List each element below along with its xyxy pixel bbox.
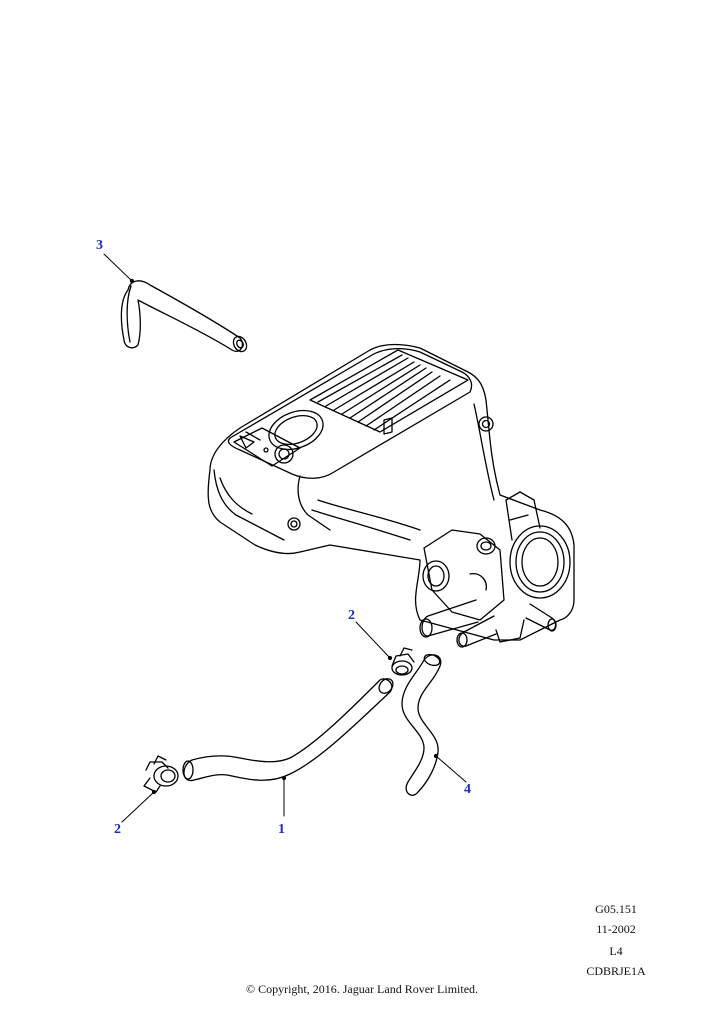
- callout-3[interactable]: 3: [96, 238, 103, 253]
- illustration-ref: CDBRJE1A: [586, 964, 646, 978]
- leader-2-right: [356, 622, 390, 658]
- hose-1-long: [183, 676, 396, 781]
- engine-cover-icon: [208, 345, 574, 641]
- illustration-date: 11-2002: [596, 922, 636, 936]
- illustration-code: G05.151: [595, 902, 637, 916]
- hose-3-upper: [121, 281, 249, 354]
- callout-1[interactable]: 1: [278, 822, 285, 837]
- leader-4: [436, 756, 466, 782]
- illustration-level: L4: [609, 944, 623, 958]
- callout-4[interactable]: 4: [464, 782, 471, 797]
- copyright-text: © Copyright, 2016. Jaguar Land Rover Lim…: [245, 982, 479, 996]
- callout-2-right[interactable]: 2: [348, 608, 355, 623]
- leader-3: [104, 254, 132, 281]
- clip-2-left: [144, 756, 178, 792]
- hose-4-short: [402, 653, 441, 796]
- clip-2-right: [392, 648, 414, 675]
- callout-2-left[interactable]: 2: [114, 822, 121, 837]
- leader-lines: [104, 254, 466, 822]
- leader-2-left: [122, 792, 154, 822]
- throttle-body-icon: [420, 492, 570, 647]
